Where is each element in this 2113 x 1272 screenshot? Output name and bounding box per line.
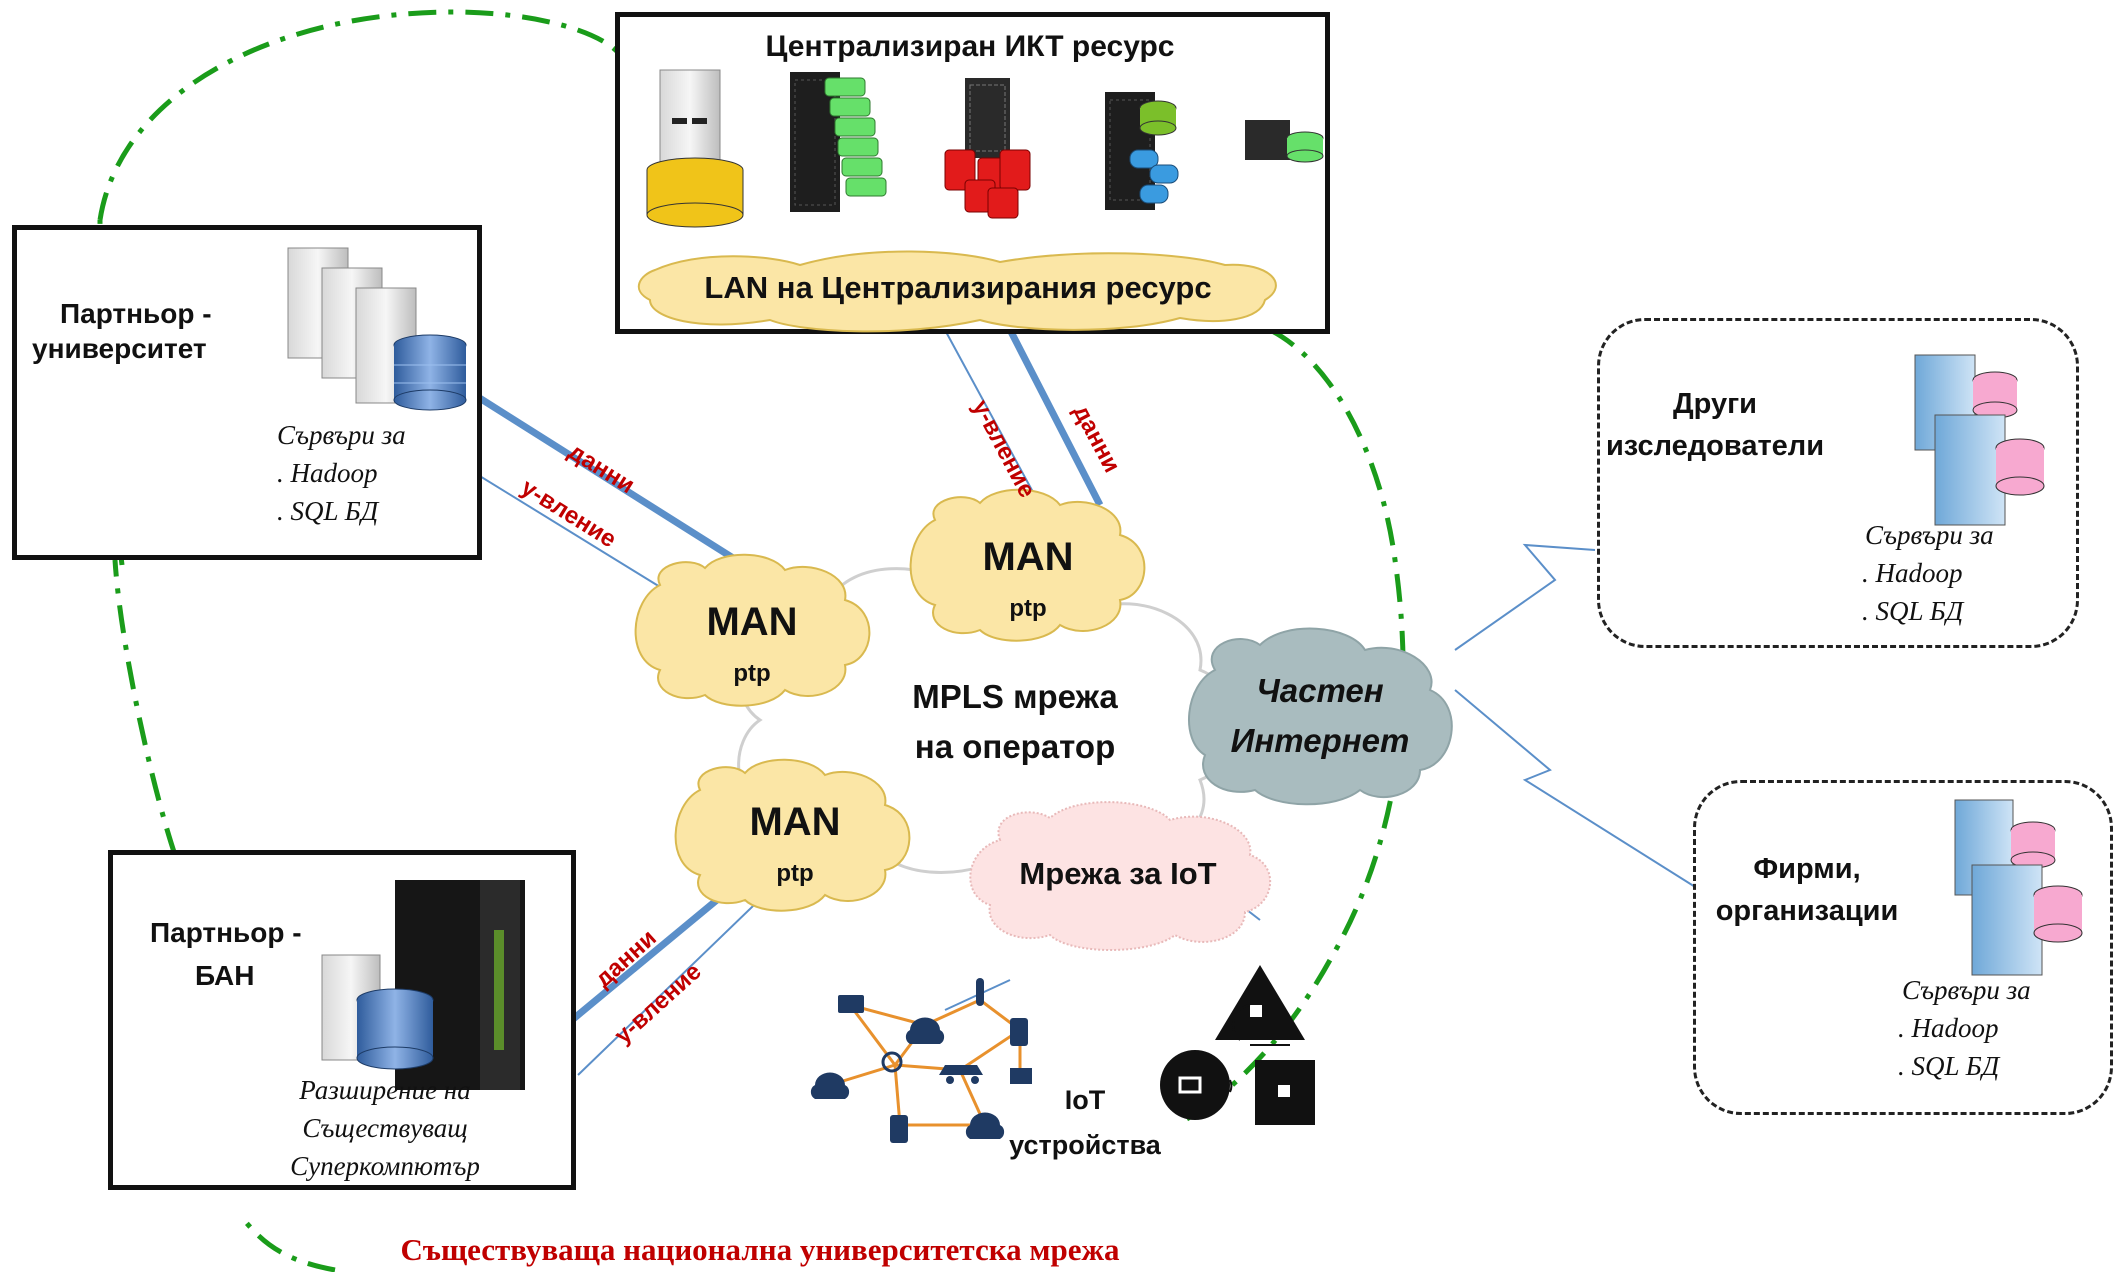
other-researchers-box [1597,318,2079,648]
iot-device-graph [810,978,1032,1143]
man-cloud-left-shape [634,553,871,707]
iot-network-label: Мрежа за IoT [1019,856,1217,891]
central-resource-title: Централизиран ИКТ ресурс [765,30,1175,63]
man-cloud-bottom-shape [674,758,911,912]
man-bottom-label: MAN [749,800,841,844]
companies-servers-line3: . SQL БД [1898,1051,2000,1081]
university-servers-line2: . Hadoop [277,458,378,488]
companies-title-2: организации [1715,895,1899,927]
man-bottom-sub: ptp [776,860,814,887]
companies-title-1: Фирми, [1753,853,1861,885]
researchers-title-2: изследователи [1605,430,1825,462]
man-left-sub: ptp [733,660,771,687]
iot-cloud-shape [969,801,1272,951]
internet-cloud-shape [1188,627,1453,806]
partner-ban-title-1: Партньор - [150,917,302,948]
internet-line2: Интернет [1230,722,1410,759]
man-top-sub: ptp [1009,595,1047,622]
companies-servers-line1: Сървъри за [1902,975,2031,1005]
internet-line1: Частен [1256,672,1384,709]
man-cloud-top-shape [909,488,1146,642]
researchers-title-1: Други [1672,388,1758,420]
iot-devices-line1: IoT [1064,1085,1106,1115]
researchers-servers-line1: Сървъри за [1865,520,1994,550]
companies-servers-line2: . Hadoop [1898,1013,1999,1043]
partner-ban-title-2: БАН [195,960,255,991]
national-network-label: Съществуваща национална университетска м… [400,1232,1120,1267]
lan-label: LAN на Централизирания ресурс [704,270,1212,305]
ban-text-line3: Суперкомпютър [290,1151,480,1181]
mpls-line1: MPLS мрежа [912,678,1118,715]
ban-text-line2: Съществуващ [302,1113,468,1143]
university-servers-line3: . SQL БД [277,496,379,526]
partner-university-title-1: Партньор - [60,298,212,329]
man-left-label: MAN [706,600,798,644]
man-top-label: MAN [982,535,1074,579]
partner-university-box [12,225,482,560]
partner-university-title-2: университет [32,333,207,364]
researchers-servers-line2: . Hadoop [1862,558,1963,588]
mpls-line2: на оператор [914,728,1116,765]
iot-devices-line2: устройства [1009,1130,1161,1160]
iot-sensors-icon [1160,965,1315,1125]
university-servers-line1: Сървъри за [277,420,406,450]
researchers-servers-line3: . SQL БД [1862,596,1964,626]
ban-text-line1: Разширение на [299,1075,471,1105]
data-links [468,318,1104,1023]
